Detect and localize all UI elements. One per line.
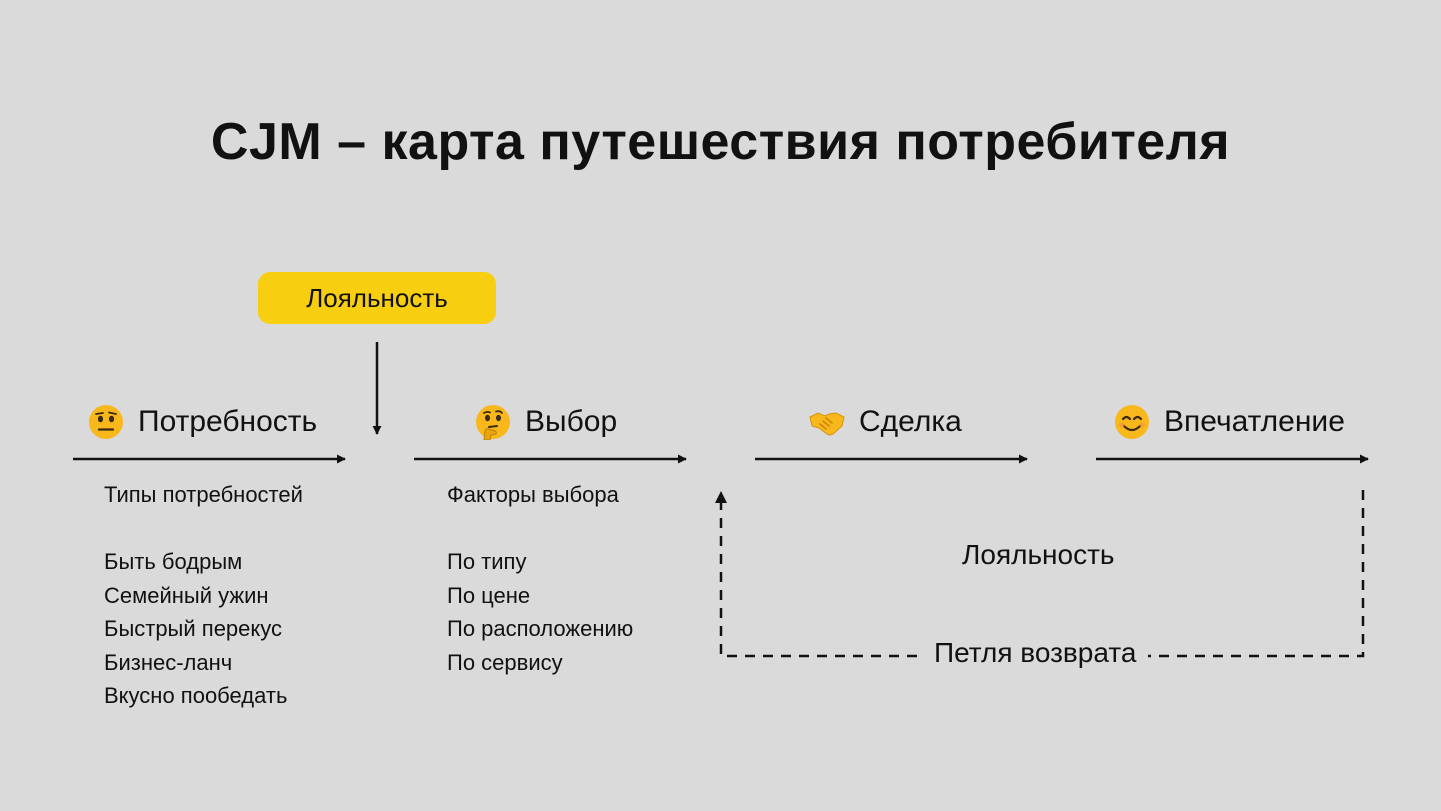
choice-heading: Факторы выбора [447,482,619,507]
stage-label-sdelka: Сделка [859,405,962,438]
list-item: По сервису [447,649,563,675]
loyalty-badge: Лояльность [258,272,496,324]
loyalty-label: Лояльность [962,539,1115,570]
stage-sdelka: Сделка [809,404,962,440]
list-item: По расположению [447,616,634,641]
page-title: CJM – карта путешествия потребителя [210,113,1231,171]
thinking-face-emoji-icon [476,405,510,440]
stage-potrebnost: Потребность [88,404,317,440]
return-loop-arrowhead [715,491,727,503]
return-loop-label: Петля возврата [922,637,1149,669]
neutral-face-emoji-icon [89,405,123,439]
list-item: Быть бодрым [104,549,243,574]
stage-label-vpechatlenie: Впечатление [1164,405,1345,438]
return-loop-path [719,490,1365,658]
smiling-face-emoji-icon [1115,405,1149,439]
choice-list: Факторы выбора По типу По цене По распол… [447,478,633,679]
list-item: Быстрый перекус [104,616,283,641]
list-item: Бизнес-ланч [104,649,233,675]
list-item: Семейный ужин [104,582,269,608]
list-item: Вкусно пообедать [104,683,288,708]
list-item: По цене [447,582,531,608]
stage-label-vybor: Выбор [525,405,618,438]
handshake-emoji-icon [809,412,845,436]
needs-list: Типы потребностей Быть бодрым Семейный у… [104,478,303,713]
list-item: По типу [447,549,527,574]
stage-vybor: Выбор [475,404,617,440]
needs-heading: Типы потребностей [104,482,303,507]
stage-vpechatlenie: Впечатление [1114,404,1345,440]
stage-label-potrebnost: Потребность [138,405,318,438]
